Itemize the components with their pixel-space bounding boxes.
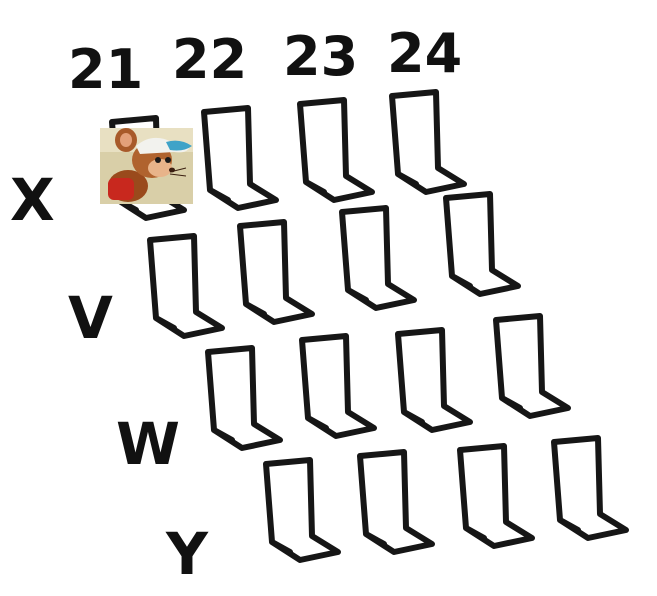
chair-outline [551,435,629,541]
chair-seat-y-21[interactable] [263,457,341,563]
chair-seat-w-23[interactable] [395,327,473,433]
row-label-x: X [10,166,55,234]
column-label-22: 22 [172,28,247,91]
chair-seat-x-24[interactable] [389,89,467,195]
chair-outline [263,457,341,563]
chair-outline [237,219,315,325]
chair-seat-v-23[interactable] [339,205,417,311]
column-label-24: 24 [387,22,462,85]
chair-outline [297,97,375,203]
chair-grid [109,89,629,563]
chair-seat-v-22[interactable] [237,219,315,325]
chair-outline [457,443,535,549]
chair-outline [299,333,377,439]
chair-seat-v-21[interactable] [147,233,225,339]
chair-seat-w-22[interactable] [299,333,377,439]
chair-seat-w-24[interactable] [493,313,571,419]
chair-seat-w-21[interactable] [205,345,283,451]
row-label-y: Y [165,520,209,588]
chair-seat-x-22[interactable] [201,105,279,211]
chair-outline [201,105,279,211]
chair-outline [395,327,473,433]
chair-seat-v-24[interactable] [443,191,521,297]
chair-outline [493,313,571,419]
chair-outline [443,191,521,297]
chair-outline [389,89,467,195]
column-label-23: 23 [283,25,358,88]
chair-seat-y-23[interactable] [457,443,535,549]
chair-outline [205,345,283,451]
column-label-21: 21 [68,38,143,101]
chair-outline [339,205,417,311]
row-label-v: V [68,284,113,352]
chair-outline [147,233,225,339]
chair-seat-y-24[interactable] [551,435,629,541]
chair-seat-x-23[interactable] [297,97,375,203]
chair-outline [357,449,435,555]
row-label-w: W [116,410,180,478]
mouse-character-icon [100,128,193,204]
chair-seat-y-22[interactable] [357,449,435,555]
